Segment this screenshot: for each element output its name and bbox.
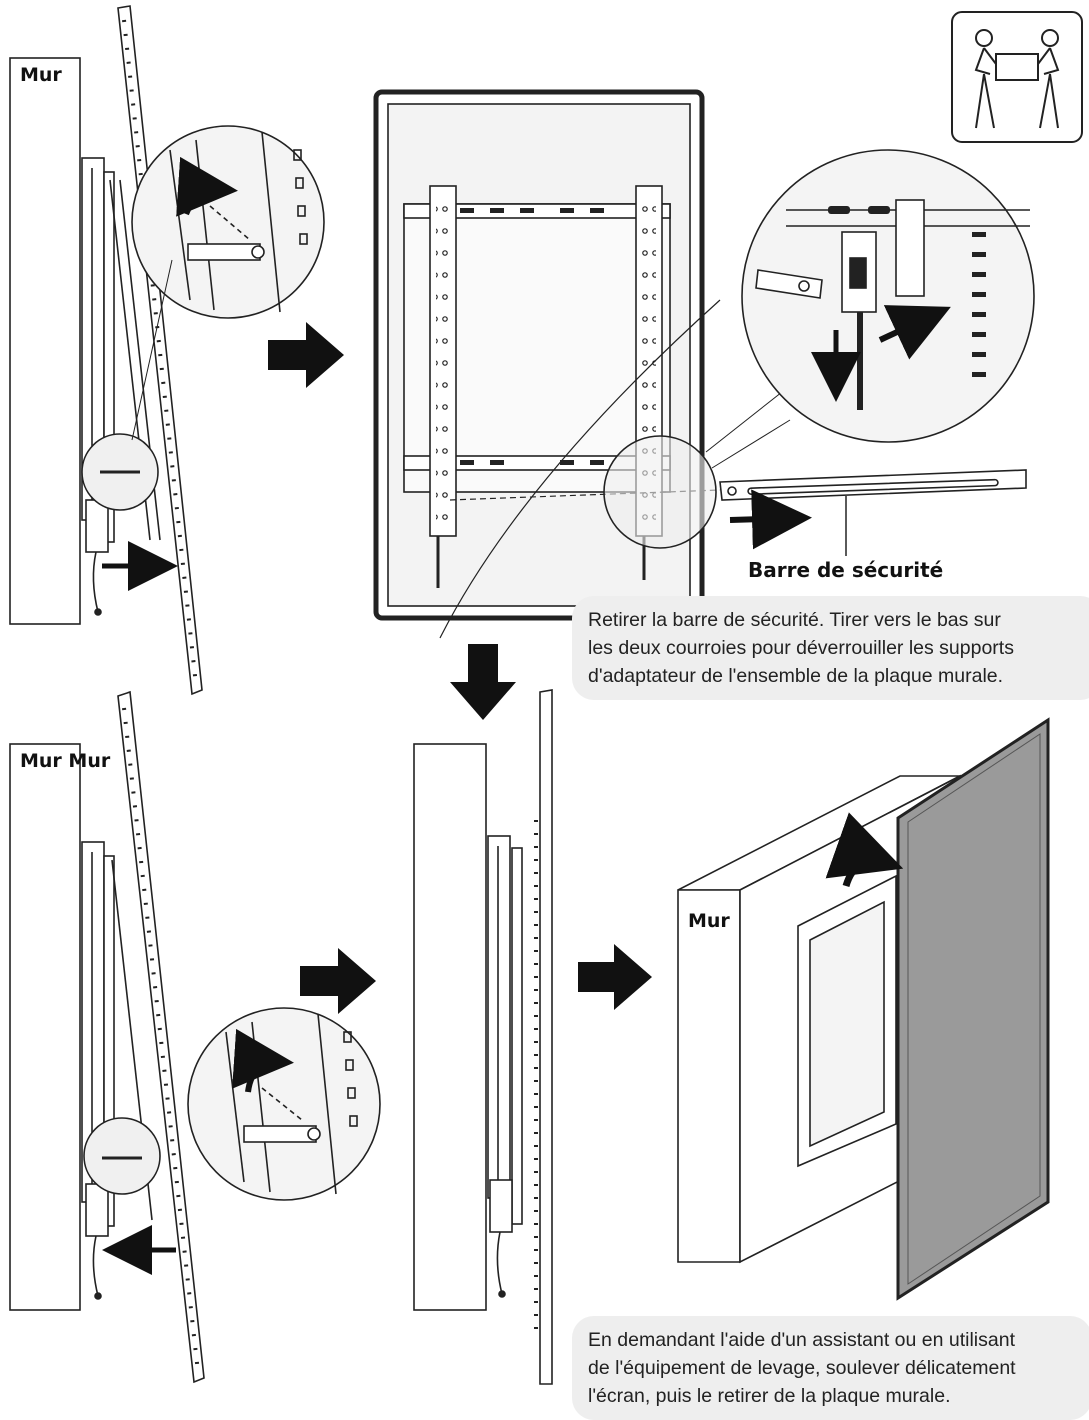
- two-person-lift-icon: [951, 11, 1083, 143]
- step4-side-view: [413, 689, 553, 1385]
- callout-lift-screen: En demandant l'aide d'un assistant ou en…: [572, 1316, 1089, 1420]
- wall-label: Mur: [688, 910, 730, 932]
- callout-line: d'adaptateur de l'ensemble de la plaque …: [588, 665, 1004, 687]
- callout-line: l'écran, puis le retirer de la plaque mu…: [588, 1385, 951, 1407]
- callout-line: les deux courroies pour déverrouiller le…: [588, 637, 1014, 659]
- wall-label: Mur Mur: [20, 750, 111, 772]
- step3-side-view: [9, 690, 381, 1384]
- step2-front-view: [373, 89, 1035, 639]
- wall-label: Mur: [20, 64, 62, 86]
- down-arrow-icon: [450, 644, 516, 720]
- callout-line: En demandant l'aide d'un assistant ou en…: [588, 1329, 1015, 1351]
- right-arrow-icon: [300, 948, 376, 1014]
- safety-bar-label: Barre de sécurité: [748, 558, 944, 582]
- step1-side-view: [9, 5, 325, 696]
- right-arrow-icon: [268, 322, 344, 388]
- callout-line: de l'équipement de levage, soulever déli…: [588, 1357, 1016, 1379]
- callout-line: Retirer la barre de sécurité. Tirer vers…: [588, 609, 1001, 631]
- step5-isometric-view: [677, 717, 1050, 1301]
- right-arrow-icon: [578, 944, 652, 1010]
- callout-remove-safety-bar: Retirer la barre de sécurité. Tirer vers…: [572, 596, 1089, 700]
